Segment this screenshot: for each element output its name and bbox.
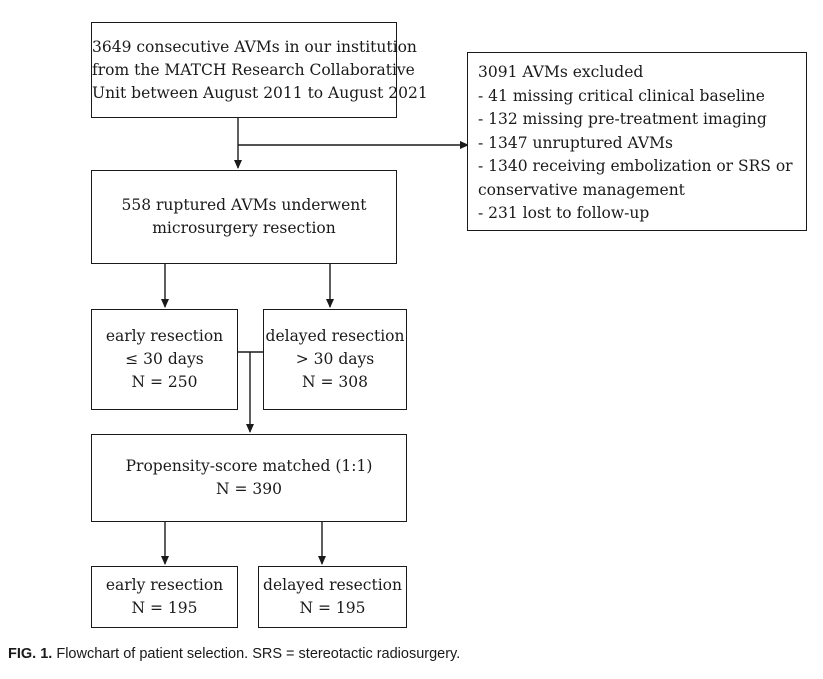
matched-label: Propensity-score matched (1:1) (125, 457, 373, 475)
source-line-2: from the MATCH Research Collaborative (92, 60, 415, 79)
excluded-item: conservative management (478, 180, 685, 199)
matched-count: N = 390 (216, 480, 282, 498)
delayed-criteria: > 30 days (295, 350, 375, 368)
early-label: early resection (105, 327, 224, 345)
delayed-label: delayed resection (265, 327, 405, 345)
early-matched-count: N = 195 (131, 599, 198, 617)
caption-label: FIG. 1. (8, 646, 53, 662)
excluded-item: - 1347 unruptured AVMs (478, 133, 673, 152)
excluded-item: - 1340 receiving embolization or SRS or (478, 157, 793, 175)
excluded-title: 3091 AVMs excluded (478, 63, 644, 81)
matched-box: Propensity-score matched (1:1) N = 390 (91, 434, 407, 522)
delayed-matched-count: N = 195 (299, 599, 366, 617)
ruptured-line-2: microsurgery resection (152, 219, 336, 237)
caption-text: Flowchart of patient selection. SRS = st… (52, 646, 461, 662)
delayed-matched-box: delayed resection N = 195 (258, 566, 407, 628)
figure-caption: FIG. 1. Flowchart of patient selection. … (8, 646, 460, 662)
source-box: 3649 consecutive AVMs in our institution… (91, 22, 428, 118)
excluded-item: - 41 missing critical clinical baseline (478, 86, 765, 105)
early-matched-box: early resection N = 195 (91, 566, 238, 628)
source-line-1: 3649 consecutive AVMs in our institution (92, 37, 417, 56)
ruptured-line-1: 558 ruptured AVMs underwent (121, 196, 367, 214)
early-count: N = 250 (131, 373, 198, 391)
early-matched-label: early resection (105, 576, 224, 594)
excluded-item: - 132 missing pre-treatment imaging (478, 110, 767, 128)
excluded-item: - 231 lost to follow-up (478, 204, 650, 222)
source-line-3: Unit between August 2011 to August 2021 (92, 83, 428, 102)
delayed-count: N = 308 (302, 373, 368, 391)
excluded-box: 3091 AVMs excluded - 41 missing critical… (467, 52, 807, 231)
delayed-resection-box: delayed resection > 30 days N = 308 (263, 309, 407, 410)
early-resection-box: early resection ≤ 30 days N = 250 (91, 309, 238, 410)
delayed-matched-label: delayed resection (263, 576, 402, 594)
early-criteria: ≤ 30 days (125, 350, 204, 368)
ruptured-box: 558 ruptured AVMs underwent microsurgery… (91, 170, 397, 264)
